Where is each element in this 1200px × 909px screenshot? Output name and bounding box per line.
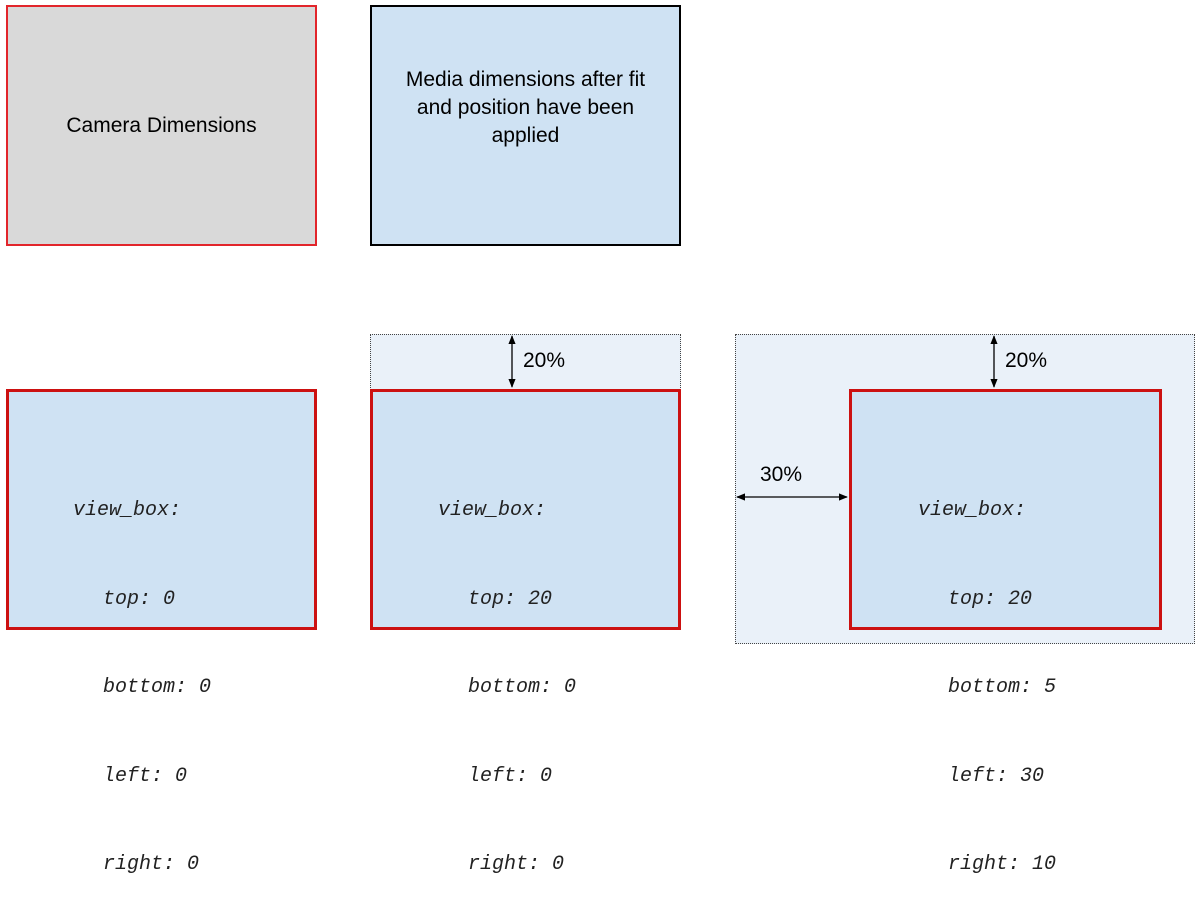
field-bottom: bottom: 0 — [468, 676, 577, 699]
camera-dimensions-box: Camera Dimensions — [6, 5, 317, 246]
field-top: top: 20 — [948, 587, 1033, 611]
view-box-heading: view_box: — [438, 499, 547, 522]
field-left: left: 0 — [468, 764, 553, 788]
view-box-heading: view_box: — [918, 499, 1027, 522]
field-top: top: 0 — [103, 587, 176, 611]
view-box-example-3 — [849, 389, 1162, 630]
field-left: left: 0 — [103, 764, 188, 788]
left-offset-label-example-3: 30% — [760, 463, 803, 486]
media-dimensions-box: Media dimensions after fit and position … — [370, 5, 681, 246]
dimension-arrows — [508, 335, 998, 501]
media-dimensions-label: Media dimensions after fit and position … — [405, 67, 646, 147]
field-right: right: 0 — [468, 853, 565, 876]
view-box-example-2 — [370, 389, 681, 630]
camera-dimensions-label: Camera Dimensions — [66, 113, 257, 137]
top-offset-label-example-3: 20% — [1005, 349, 1048, 372]
field-right: right: 10 — [948, 853, 1057, 876]
top-offset-label-example-2: 20% — [523, 349, 566, 372]
field-bottom: bottom: 0 — [103, 676, 212, 699]
view-box-heading: view_box: — [73, 499, 182, 522]
view-box-example-1 — [6, 389, 317, 630]
field-left: left: 30 — [948, 764, 1045, 788]
field-top: top: 20 — [468, 587, 553, 611]
field-bottom: bottom: 5 — [948, 676, 1057, 699]
field-right: right: 0 — [103, 853, 200, 876]
